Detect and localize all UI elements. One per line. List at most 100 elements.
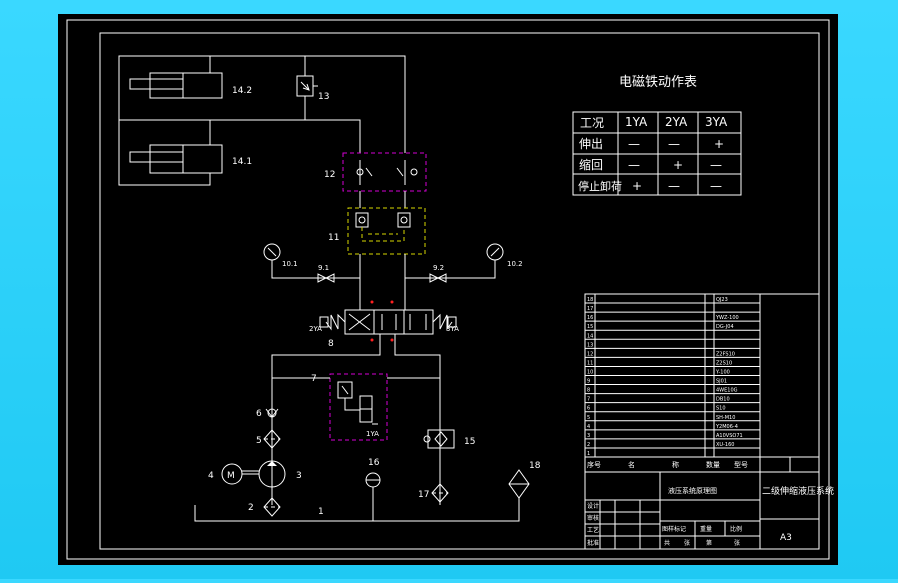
parts-row-number: 12 (587, 351, 593, 357)
table-header-condition: 工况 (580, 116, 604, 130)
parts-row-number: 14 (587, 333, 593, 339)
filter-17 (431, 483, 449, 503)
parts-row-model: A10VSO71 (716, 433, 743, 439)
pipe-gauge-left (271, 260, 360, 279)
tb-header-name-b: 称 (672, 460, 679, 469)
tb-sign-approve: 批准 (587, 539, 599, 547)
tank-1 (194, 505, 520, 522)
filter-5 (263, 429, 281, 449)
label-2: 2 (248, 503, 254, 513)
row-retract-1ya: — (628, 158, 640, 172)
label-3YA: 3YA (446, 325, 459, 333)
label-10-1: 10.1 (282, 260, 298, 268)
label-12: 12 (324, 170, 335, 180)
parts-row-number: 2 (587, 442, 590, 448)
table-header-2ya: 2YA (665, 115, 688, 129)
inner-border (99, 32, 820, 550)
row-unload-3ya: — (710, 179, 722, 193)
solenoid-table-grid (572, 111, 742, 196)
row-retract-3ya: — (710, 158, 722, 172)
parts-row-number: 6 (587, 406, 590, 412)
check-elements-11 (355, 212, 411, 242)
label-17: 17 (418, 490, 429, 500)
row-extend-3ya: + (714, 137, 724, 151)
parts-row-number: 1 (587, 451, 590, 457)
row-extend-2ya: — (668, 137, 680, 151)
tb-sheet-size: A3 (780, 533, 792, 543)
label-pump-3: 3 (296, 471, 302, 481)
label-15: 15 (464, 437, 475, 447)
label-14-1: 14.1 (232, 157, 252, 167)
label-1: 1 (318, 507, 324, 517)
label-1YA: 1YA (366, 430, 379, 438)
label-10-2: 10.2 (507, 260, 523, 268)
tb-sheets-a: 张 (684, 539, 690, 547)
tb-weight: 重量 (700, 525, 712, 533)
tb-system-name: 二级伸缩液压系统 (762, 485, 834, 497)
filter-2 (263, 497, 281, 517)
label-8: 8 (328, 339, 334, 349)
parts-row-model: SH-M10 (716, 415, 735, 421)
throttle-elements-12 (356, 160, 418, 185)
motor-4 (221, 463, 259, 485)
pipe-cyl-lower (118, 120, 211, 186)
tb-sign-design: 设计 (587, 502, 599, 510)
tb-header-name-a: 名 (628, 460, 635, 469)
label-6: 6 (256, 409, 262, 419)
pipe-gauge-right (405, 260, 496, 279)
parts-row-number: 18 (587, 297, 593, 303)
row-unload-label: 停止卸荷 (578, 179, 622, 193)
tb-sign-process: 工艺 (587, 526, 599, 534)
label-13: 13 (318, 92, 329, 102)
label-9-2: 9.2 (433, 264, 444, 272)
label-11: 11 (328, 233, 339, 243)
row-retract-label: 缩回 (579, 157, 603, 172)
level-gauge-16 (365, 472, 381, 521)
check-valve-6 (265, 408, 279, 418)
stop-valve-9-1 (317, 273, 335, 283)
tb-header-model: 型号 (734, 460, 748, 469)
unloading-valve-7 (329, 373, 388, 441)
stop-valve-9-2 (429, 273, 447, 283)
parts-row-model: S10 (716, 406, 726, 412)
label-9-1: 9.1 (318, 264, 329, 272)
parts-row-model: Z2S10 (716, 360, 732, 366)
tb-header-qty: 数量 (706, 460, 720, 469)
parts-row-model: DB10 (716, 397, 730, 403)
parts-row-number: 16 (587, 315, 593, 321)
tb-sheets-b: 张 (734, 539, 740, 547)
tb-sign-review: 审核 (587, 514, 599, 522)
pipe-top-line (210, 55, 406, 153)
parts-row-number: 17 (587, 306, 593, 312)
filter-bypass-15 (423, 429, 455, 449)
parts-row-number: 5 (587, 415, 590, 421)
parts-row-number: 13 (587, 342, 593, 348)
parts-row-model: Z2FS10 (716, 351, 735, 357)
cylinder-14-1 (129, 144, 223, 174)
parts-row-model: Y-100 (715, 370, 730, 376)
table-header-1ya: 1YA (625, 115, 648, 129)
row-unload-2ya: — (668, 179, 680, 193)
tb-total: 共 (664, 539, 670, 547)
pressure-gauge-10-1 (263, 243, 281, 261)
label-16: 16 (368, 458, 380, 468)
tb-mark: 图样标记 (662, 525, 686, 533)
parts-row-number: 3 (587, 433, 590, 439)
row-unload-1ya: + (632, 179, 642, 193)
parts-row-model: XU-160 (716, 442, 734, 448)
pipe-upper-loop (118, 55, 211, 145)
port-markers-8 (370, 300, 394, 342)
air-filter-18 (508, 469, 530, 505)
tb-drawing-name: 液压系统原理图 (668, 486, 717, 495)
row-extend-label: 伸出 (579, 137, 603, 151)
directional-valve-8 (319, 309, 457, 335)
row-retract-2ya: + (673, 158, 683, 172)
parts-row-model: QJ23 (716, 297, 728, 303)
cylinder-14-2 (129, 72, 223, 99)
label-5: 5 (256, 436, 262, 446)
label-2YA: 2YA (309, 325, 322, 333)
parts-row-model: Y2M06-4 (715, 424, 738, 430)
